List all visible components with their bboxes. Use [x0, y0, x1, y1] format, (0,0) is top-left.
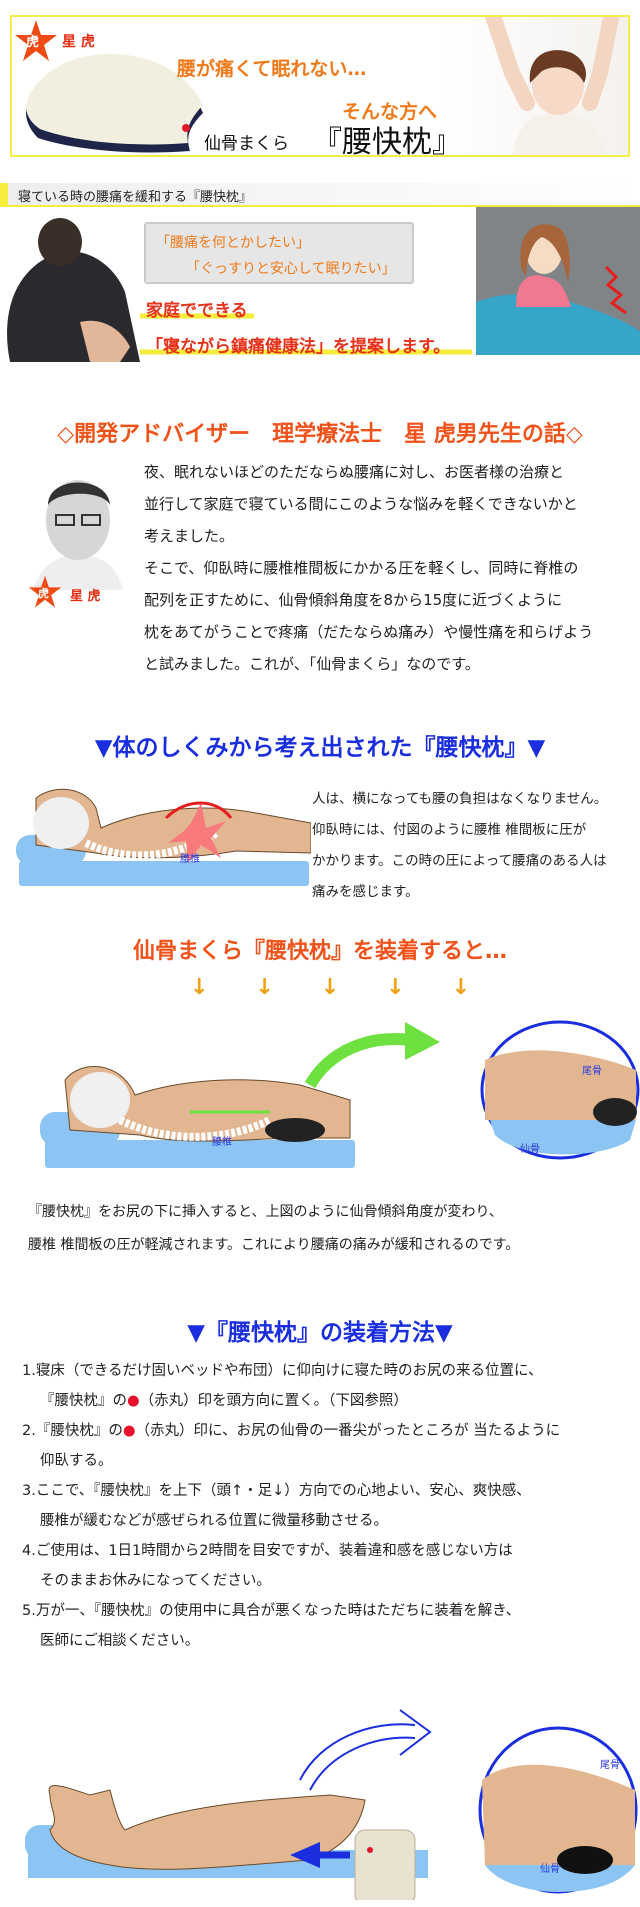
product-prefix: 仙骨まくら — [204, 134, 289, 154]
logo-star-char: 虎 — [26, 35, 40, 50]
wearing-heading: 仙骨まくら『腰快枕』を装着すると… — [132, 939, 507, 964]
headline-2: そんな方へ — [342, 101, 438, 123]
red-dot-icon: ● — [122, 1423, 136, 1439]
usage-placement-diagram — [25, 1709, 638, 1900]
advisor-line: そこで、仰臥時に腰椎椎間板にかかる圧を軽くし、同時に脊椎の — [144, 559, 579, 577]
product-name: 『腰快枕』 — [312, 125, 462, 157]
lumbar-label: 腰椎 — [212, 1137, 232, 1148]
mechanism-text: 人は、横になっても腰の負担はなくなりません。 仰臥時には、付図のように腰椎 椎間… — [312, 784, 638, 908]
hero-banner: 虎 星 虎 腰が痛くて眠れない… そんな方へ 仙骨まくら 『腰快枕』 — [10, 15, 630, 157]
wearing-line: 腰椎 椎間板の圧が軽減されます。これにより腰痛の痛みが緩和されるのです。 — [28, 1237, 520, 1253]
wishes-box: 「腰痛を何とかしたい」 「ぐっすりと安心して眠りたい」 — [144, 222, 414, 284]
lumbar-label: 腰椎 — [180, 854, 200, 865]
advisor-line: 考えました。 — [144, 527, 235, 545]
usage-steps: 1.寝床（できるだけ固いベッドや布団）に仰向けに寝た時のお尻の来る位置に、 『腰… — [22, 1356, 632, 1656]
wish-line-1: 「腰痛を何とかしたい」 — [156, 235, 310, 251]
advisor-statement: 夜、眠れないほどのただならぬ腰痛に対し、お医者様の治療と 並行して家庭で寝ている… — [144, 456, 638, 680]
star-logo-icon — [28, 575, 62, 608]
advisor-portrait — [33, 480, 123, 590]
section-subheading: 寝ている時の腰痛を緩和する『腰快枕』 — [0, 183, 640, 207]
advisor-logo-star-char: 虎 — [38, 587, 49, 600]
coccyx-label: 尾骨 — [582, 1066, 602, 1077]
proposal-line-2: 「寝ながら鎮痛健康法」を提案します。 — [140, 332, 473, 357]
red-dot-icon: ● — [127, 1393, 140, 1409]
step-5: 5.万が一、『腰快枕』の使用中に具合が悪くなった時はただちに装着を解き、 医師に… — [22, 1603, 521, 1649]
advisor-logo-text: 星 虎 — [70, 589, 101, 604]
subheading-text: 寝ている時の腰痛を緩和する『腰快枕』 — [18, 190, 253, 205]
down-arrow-icon: ↓ — [255, 975, 274, 1000]
advisor-heading: ◇開発アドバイザー 理学療法士 星 虎男先生の話◇ — [57, 422, 583, 447]
advisor-line: 枕をあてがうことで疼痛（だたならぬ痛み）や慢性痛を和らげよう — [144, 623, 594, 641]
pillow-product-image — [26, 53, 203, 153]
proposal-line-1: 家庭でできる — [140, 296, 254, 321]
down-arrow-icon: ↓ — [386, 975, 405, 1000]
mechanism-line: 人は、横になっても腰の負担はなくなりません。 — [312, 791, 608, 807]
step-4: 4.ご使用は、1日1時間から2時間を目安ですが、装着違和感を感じない方は そのま… — [22, 1543, 513, 1589]
wearing-line: 『腰快枕』をお尻の下に挿入すると、上図のように仙骨傾斜角度が変わり、 — [28, 1204, 503, 1220]
headline-1: 腰が痛くて眠れない… — [177, 58, 367, 80]
step-2: 2.『腰快枕』の●（赤丸）印に、お尻の仙骨の一番尖がったところが 当たるように … — [22, 1423, 561, 1469]
pillow-effect-diagram — [40, 1020, 640, 1168]
down-arrows: ↓ ↓ ↓ ↓ ↓ — [190, 975, 470, 1000]
sacrum-label: 仙骨 — [520, 1144, 540, 1155]
advisor-line: 並行して家庭で寝ている間にこのような悩みを軽くできないかと — [144, 495, 578, 513]
stretching-woman-image — [484, 17, 620, 155]
woman-in-bed-pain-image — [476, 207, 640, 355]
down-arrow-icon: ↓ — [320, 975, 340, 1000]
spine-pressure-diagram — [16, 788, 311, 886]
advisor-line: 夜、眠れないほどのただならぬ腰痛に対し、お医者様の治療と — [144, 463, 565, 481]
down-arrow-icon: ↓ — [451, 975, 470, 1000]
coccyx-label: 尾骨 — [600, 1760, 620, 1771]
man-back-pain-image — [7, 218, 140, 362]
step-1: 1.寝床（できるだけ固いベッドや布団）に仰向けに寝た時のお尻の来る位置に、 『腰… — [22, 1363, 543, 1409]
step-3: 3.ここで、『腰快枕』を上下（頭↑・足↓）方向での心地よい、安心、爽快感、 腰椎… — [22, 1483, 531, 1529]
star-logo-icon — [15, 20, 57, 61]
sacrum-label: 仙骨 — [540, 1864, 560, 1875]
usage-heading: ▼『腰快枕』の装着方法▼ — [187, 1320, 453, 1346]
mechanism-line: かかります。この時の圧によって腰痛のある人は — [312, 853, 607, 869]
mechanism-line: 痛みを感じます。 — [312, 884, 419, 900]
mechanism-heading: ▼体のしくみから考え出された『腰快枕』▼ — [94, 735, 546, 761]
wearing-text: 『腰快枕』をお尻の下に挿入すると、上図のように仙骨傾斜角度が変わり、 腰椎 椎間… — [28, 1196, 640, 1262]
wish-line-2: 「ぐっすりと安心して眠りたい」 — [186, 261, 396, 277]
logo-text: 星 虎 — [62, 34, 95, 50]
down-arrow-icon: ↓ — [190, 975, 209, 1000]
advisor-line: と試みました。これが、「仙骨まくら」なのです。 — [144, 655, 480, 673]
mechanism-line: 仰臥時には、付図のように腰椎 椎間板に圧が — [312, 822, 587, 838]
advisor-line: 配列を正すために、仙骨傾斜角度を8から15度に近づくように — [144, 591, 563, 609]
